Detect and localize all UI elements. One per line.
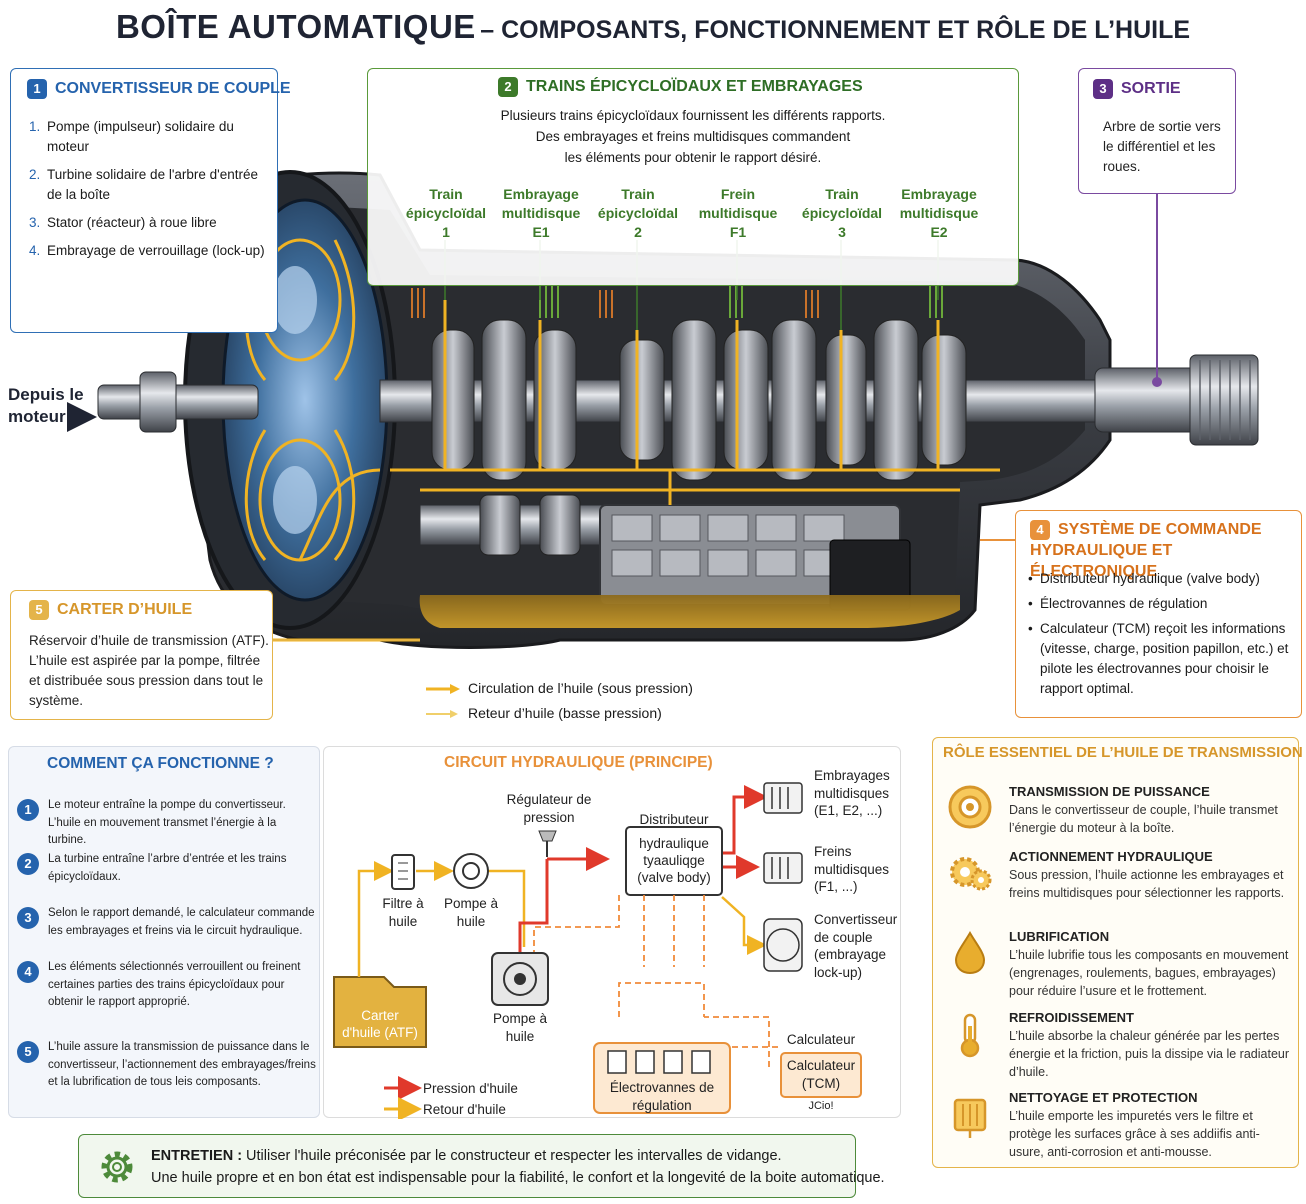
pressure-regulator-icon bbox=[538, 830, 557, 842]
hydraulic-circuit-diagram bbox=[333, 782, 862, 1119]
gear-icon bbox=[101, 1151, 133, 1183]
thermometer-icon bbox=[960, 1013, 980, 1058]
maintenance-line-2: Une huile propre et en bon état est indi… bbox=[151, 1170, 885, 1186]
ecu-icon bbox=[780, 1052, 862, 1098]
ecu-box-label: Calculateur (TCM) bbox=[786, 1058, 856, 1091]
pump-top-label: Pompe à huile bbox=[443, 896, 499, 929]
oil-role-title: RÔLE ESSENTIEL DE L’HUILE DE TRANSMISSIO… bbox=[943, 744, 1306, 761]
pump-bottom-label: Pompe à huile bbox=[492, 1011, 548, 1044]
gears-icon bbox=[950, 857, 992, 891]
legend-pressure: Circulation de l’huile (sous pression) bbox=[426, 680, 693, 696]
ecu-label: Calculateur bbox=[786, 1032, 856, 1047]
list-item: 1.Pompe (impulseur) solidaire du moteur bbox=[29, 119, 234, 154]
solenoids-label: Électrovannes de régulation bbox=[609, 1080, 715, 1113]
how-it-works-title: COMMENT ÇA FONCTIONNE ? bbox=[47, 755, 274, 772]
converter-icon bbox=[763, 918, 803, 972]
hydraulic-circuit-panel: CIRCUIT HYDRAULIQUE (PRINCIPE) bbox=[323, 746, 901, 1119]
filter-icon bbox=[391, 854, 415, 890]
filter-icon bbox=[953, 1098, 987, 1138]
brake-icon bbox=[763, 852, 803, 884]
legend-return-label: Retour d'huile bbox=[423, 1102, 506, 1117]
list-item: Calculateur (TCM) reçoit les information… bbox=[1028, 619, 1298, 699]
yellow-arrow-icon bbox=[426, 710, 458, 719]
brakes-label: Freins multidisques (F1, ...) bbox=[814, 844, 890, 894]
list-item: 2.Turbine solidaire de l'arbre d'entrée … bbox=[29, 167, 259, 202]
converter-parts-list: 1.Pompe (impulseur) solidaire du moteur … bbox=[29, 117, 269, 269]
control-system-list: Distributeur hydraulique (valve body) Él… bbox=[1028, 569, 1298, 704]
list-item: Électrovannes de régulation bbox=[1028, 594, 1298, 614]
list-item: 4.Embrayage de verrouillage (lock-up) bbox=[29, 243, 265, 258]
hydraulic-circuit-title: CIRCUIT HYDRAULIQUE (PRINCIPE) bbox=[444, 754, 713, 771]
list-item: 3.Stator (réacteur) à roue libre bbox=[29, 215, 217, 230]
distributor-label: Distributeur bbox=[639, 812, 709, 827]
pump-icon bbox=[453, 853, 489, 889]
page-title: BOÎTE AUTOMATIQUE – COMPOSANTS, FONCTION… bbox=[115, 8, 1191, 45]
maintenance-line-1: ENTRETIEN : Utiliser l'huile préconisée … bbox=[151, 1148, 782, 1164]
gear-drums bbox=[431, 319, 967, 481]
oil-sump-description: Réservoir d’huile de transmission (ATF).… bbox=[29, 633, 269, 708]
output-description: Arbre de sortie vers le différentiel et … bbox=[1103, 119, 1221, 174]
legend-pressure-label: Pression d'huile bbox=[423, 1081, 518, 1096]
sump-label: Carter d'huile (ATF) bbox=[342, 1008, 418, 1040]
yellow-arrow-icon bbox=[426, 684, 460, 695]
oil-drop-icon bbox=[954, 931, 986, 975]
power-transmission-icon bbox=[948, 785, 992, 829]
clutch-icon bbox=[763, 782, 803, 814]
filter-label: Filtre à huile bbox=[382, 896, 424, 929]
regulator-label: Régulateur de pression bbox=[506, 792, 592, 825]
gear-trains-description: Plusieurs trains épicycloïdaux fournisse… bbox=[500, 108, 886, 165]
legend-return: Reteur d’huile (basse pression) bbox=[426, 705, 662, 721]
oil-sump-icon bbox=[333, 976, 427, 1048]
engine-input-label: Depuis le moteur bbox=[8, 385, 84, 426]
list-item: Distributeur hydraulique (valve body) bbox=[1028, 569, 1298, 589]
clutches-label: Embrayages multidisques (E1, E2, ...) bbox=[814, 768, 890, 818]
oil-role-panel: RÔLE ESSENTIEL DE L’HUILE DE TRANSMISSIO… bbox=[932, 737, 1306, 1168]
maintenance-banner: ENTRETIEN : Utiliser l'huile préconisée … bbox=[78, 1134, 885, 1198]
converter-label: Convertisseur de couple (embrayage lock-… bbox=[814, 912, 898, 980]
distributor-box-label: hydraulique tyaauliqge (valve body) bbox=[637, 836, 711, 885]
ecu-tag-label: JCio! bbox=[808, 1100, 834, 1112]
